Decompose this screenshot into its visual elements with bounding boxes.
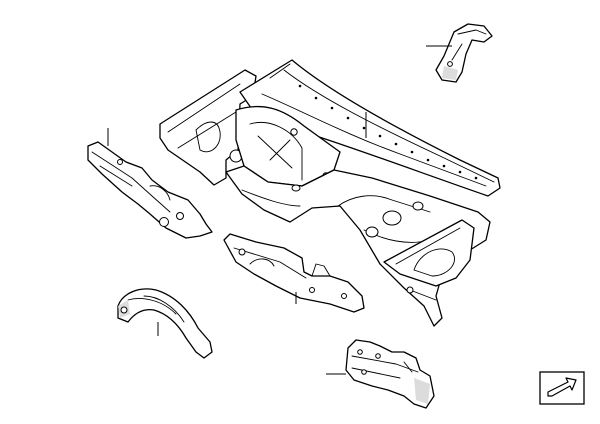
center-rail-part	[223, 233, 365, 313]
upper-right-bracket-part	[435, 23, 493, 83]
left-sill-member-part	[87, 141, 213, 239]
lower-right-mount-part	[345, 339, 435, 409]
next-page-arrow-icon[interactable]	[539, 371, 585, 405]
bulkhead-part	[159, 59, 501, 327]
lower-left-wheel-arch-part	[117, 288, 213, 359]
